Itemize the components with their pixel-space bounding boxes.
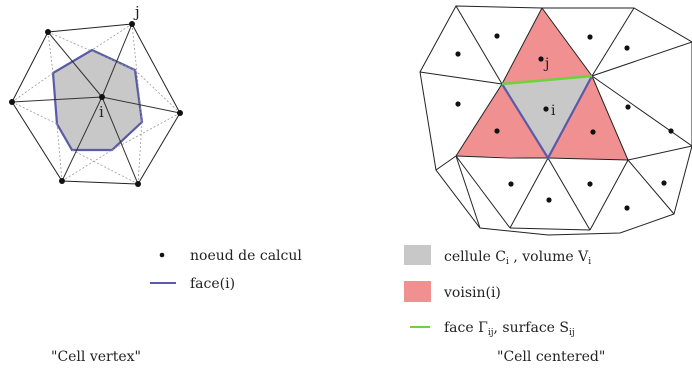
legend-face-label: face Γij, surface Sij (444, 320, 575, 338)
cell-centered-diagram: j i (419, 5, 692, 236)
node-i-label: i (99, 103, 104, 121)
legend-face-label: face(i) (190, 276, 235, 292)
mesh-nodes (9, 21, 183, 187)
legend-cell-label: cellule Ci , volume Vi (444, 249, 591, 267)
caption-cell-centered: "Cell centered" (497, 349, 605, 365)
center-cell (502, 76, 592, 158)
dual-lines (11, 23, 181, 185)
neighbor-cells (456, 8, 628, 160)
neighbor-swatch (404, 281, 431, 302)
legend-left: noeud de calcul face(i) (150, 248, 302, 292)
mesh-edges (11, 23, 181, 185)
control-volume (51, 48, 144, 152)
cell-swatch (404, 245, 431, 265)
legend-node-label: noeud de calcul (190, 248, 302, 264)
node-marker (159, 252, 165, 258)
cell-j-label: j (543, 56, 549, 72)
node-j-label: j (133, 3, 140, 21)
legend-right: cellule Ci , volume Vi voisin(i) face Γi… (404, 245, 591, 338)
cell-centers (455, 33, 674, 211)
center-cell-boundary (501, 75, 593, 161)
cell-i-label: i (551, 103, 556, 119)
caption-cell-vertex: "Cell vertex" (51, 349, 141, 365)
cell-vertex-diagram: j i (9, 3, 183, 187)
interface-face (501, 74, 593, 86)
legend-neighbor-label: voisin(i) (443, 285, 501, 301)
triangle-mesh (419, 5, 692, 236)
